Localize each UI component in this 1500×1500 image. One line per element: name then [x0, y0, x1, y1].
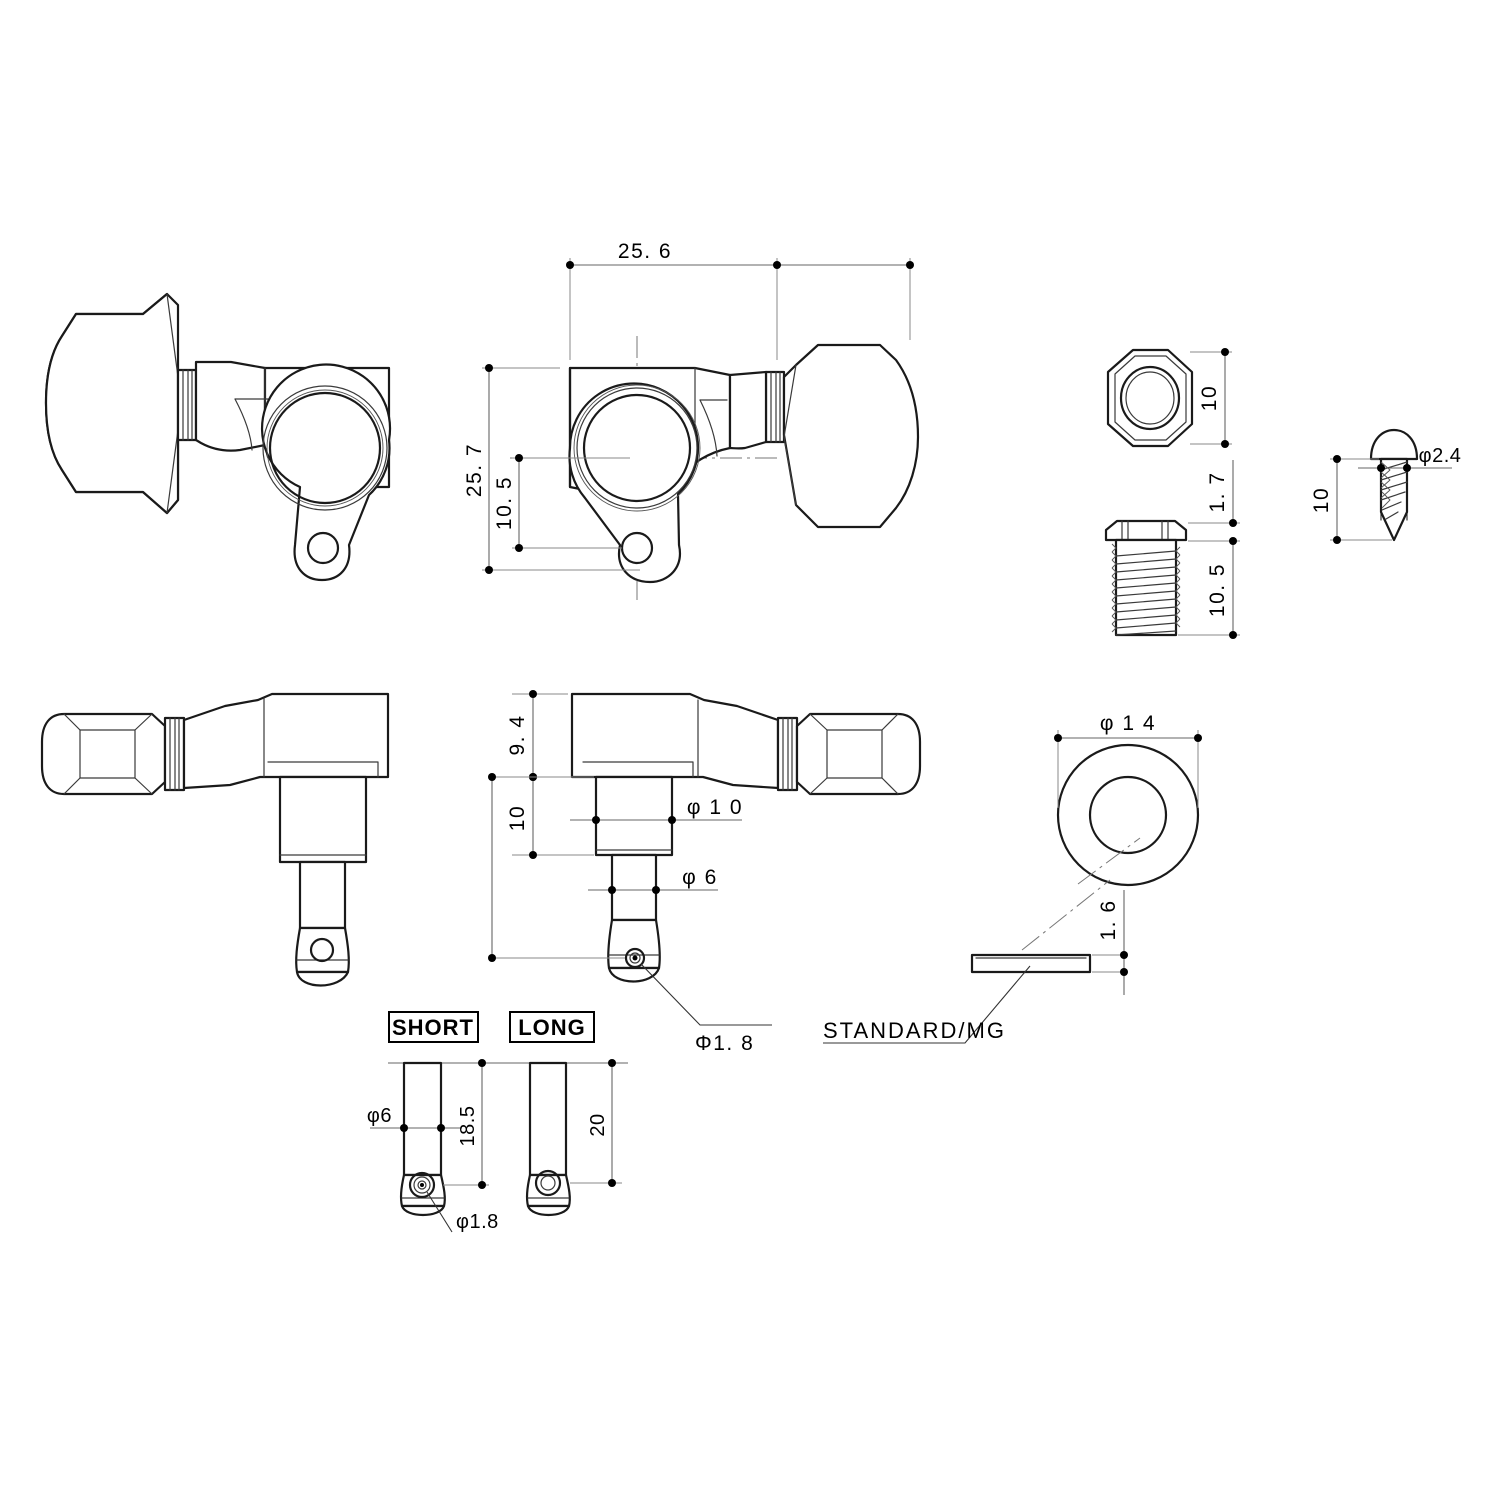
side-post-left [295, 860, 350, 987]
side-body-center [570, 692, 780, 790]
side-collar-left [163, 716, 186, 792]
view-side-left-tuner [40, 692, 390, 987]
button-collar-left [176, 368, 198, 442]
dim-lug-offset-text: 10. 5 [493, 476, 516, 530]
dimension-nut-height: 10 [1190, 348, 1232, 448]
tuner-housing-center [568, 382, 701, 584]
label-short: SHORT [388, 1011, 479, 1043]
dimension-post-short-length: 18.5 [443, 1059, 489, 1189]
post-long [525, 1061, 571, 1217]
view-hex-nut: 10 [1106, 348, 1232, 448]
side-button-center [795, 712, 922, 796]
dim-washer-diameter-text: φ 1 4 [1100, 712, 1156, 735]
dim-post-diameter-text: φ 6 [682, 866, 718, 889]
dim-bushing-thread-text: 10. 5 [1206, 563, 1229, 617]
dim-body-height-text: 9. 4 [506, 714, 529, 755]
note-standard-mg-text: STANDARD/MG [823, 1018, 1006, 1043]
side-collar-center [776, 716, 799, 792]
dim-collar-height-text: 10 [506, 805, 529, 831]
dim-nut-height-text: 10 [1198, 385, 1221, 411]
label-long: LONG [509, 1011, 595, 1043]
dim-post-detail-diameter-text: φ6 [367, 1105, 392, 1127]
post-short [399, 1061, 446, 1217]
view-washer: φ 1 4 1. 6 STANDARD/MG [823, 712, 1202, 1044]
dimension-post-detail-diameter: φ6 [367, 1105, 462, 1132]
view-bushing: 1. 7 10. 5 [1104, 460, 1240, 639]
dimension-washer-diameter: φ 1 4 [1054, 712, 1202, 808]
view-post-lengths: SHORT LONG [367, 1011, 628, 1233]
tuner-neck-center [728, 370, 768, 450]
leader-post-hole: φ1.8 [426, 1191, 499, 1233]
dim-top-width-text: 25. 6 [618, 240, 672, 263]
side-collar-barrel-left [278, 775, 368, 864]
dimension-screw-diameter: φ2.4 [1358, 445, 1461, 472]
dimension-body-height: 9. 4 [506, 690, 568, 781]
tuner-neck-left [194, 360, 267, 452]
dimension-top-width: 25. 6 [566, 240, 914, 360]
bushing-threads [1111, 543, 1181, 636]
view-side-center-tuner: 9. 4 10 φ 1 0 [488, 690, 922, 1055]
side-button-left [40, 712, 167, 796]
dim-bushing-head-text: 1. 7 [1206, 471, 1229, 512]
dim-post-long-length-text: 20 [587, 1113, 609, 1136]
dimension-collar-height: 10 [506, 773, 594, 859]
side-post-center [607, 853, 661, 983]
tuning-button-left [44, 292, 180, 515]
note-standard-mg: STANDARD/MG [823, 965, 1031, 1044]
tuning-button-center [782, 343, 920, 529]
button-collar-center [764, 370, 786, 444]
dimension-post-long-length: 20 [570, 1059, 622, 1187]
dimension-overall-side [488, 773, 625, 962]
view-top-center-tuner: 25. 6 25. 7 10. 5 [463, 240, 920, 600]
dimension-washer-thickness: 1. 6 [1092, 890, 1128, 995]
label-short-text: SHORT [392, 1015, 474, 1040]
dim-screw-diameter-text: φ2.4 [1419, 445, 1462, 467]
dim-post-short-length-text: 18.5 [457, 1106, 479, 1147]
dim-washer-thickness-text: 1. 6 [1097, 899, 1120, 940]
view-top-left-tuner [44, 292, 392, 582]
screw-threads [1380, 461, 1408, 520]
dimension-lug-offset: 10. 5 [493, 454, 630, 552]
washer-edge-view [970, 837, 1141, 974]
dimension-post-diameter: φ 6 [588, 866, 718, 894]
dim-top-height-text: 25. 7 [463, 443, 486, 497]
dim-collar-diameter-text: φ 1 0 [687, 796, 743, 819]
label-long-text: LONG [518, 1015, 586, 1040]
side-collar-barrel-center [594, 775, 674, 857]
dim-string-hole-text: Φ1. 8 [695, 1032, 754, 1055]
dimension-bushing: 1. 7 10. 5 [1178, 460, 1240, 639]
dim-screw-length-text: 10 [1310, 487, 1333, 513]
view-screw: φ2.4 10 [1310, 428, 1461, 544]
dimension-screw-length: 10 [1310, 455, 1392, 544]
dimension-collar-diameter: φ 1 0 [570, 796, 743, 824]
dim-post-hole-text: φ1.8 [456, 1211, 499, 1233]
side-body-left [182, 692, 390, 790]
dimension-top-height: 25. 7 [463, 364, 640, 574]
tuner-housing-left [260, 363, 392, 582]
leader-string-hole: Φ1. 8 [640, 963, 772, 1055]
